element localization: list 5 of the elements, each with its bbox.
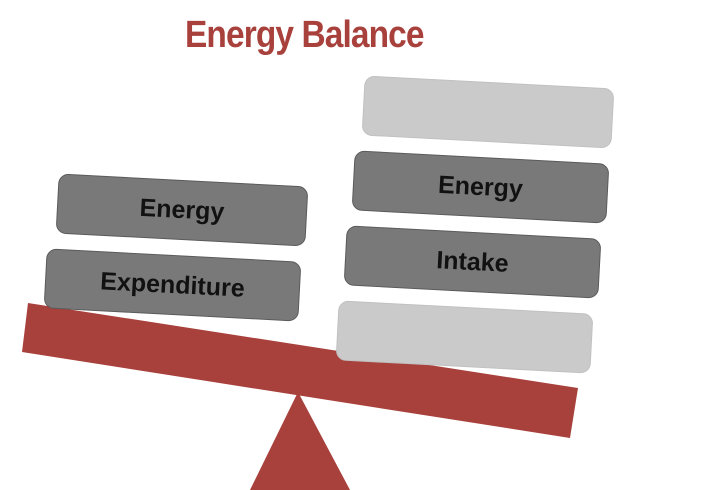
title: Energy Balance xyxy=(185,14,424,57)
weight-block: Energy xyxy=(56,174,308,246)
weight-block: Intake xyxy=(343,225,601,299)
weight-block: Energy xyxy=(351,150,609,224)
weight-block: Expenditure xyxy=(43,248,301,322)
